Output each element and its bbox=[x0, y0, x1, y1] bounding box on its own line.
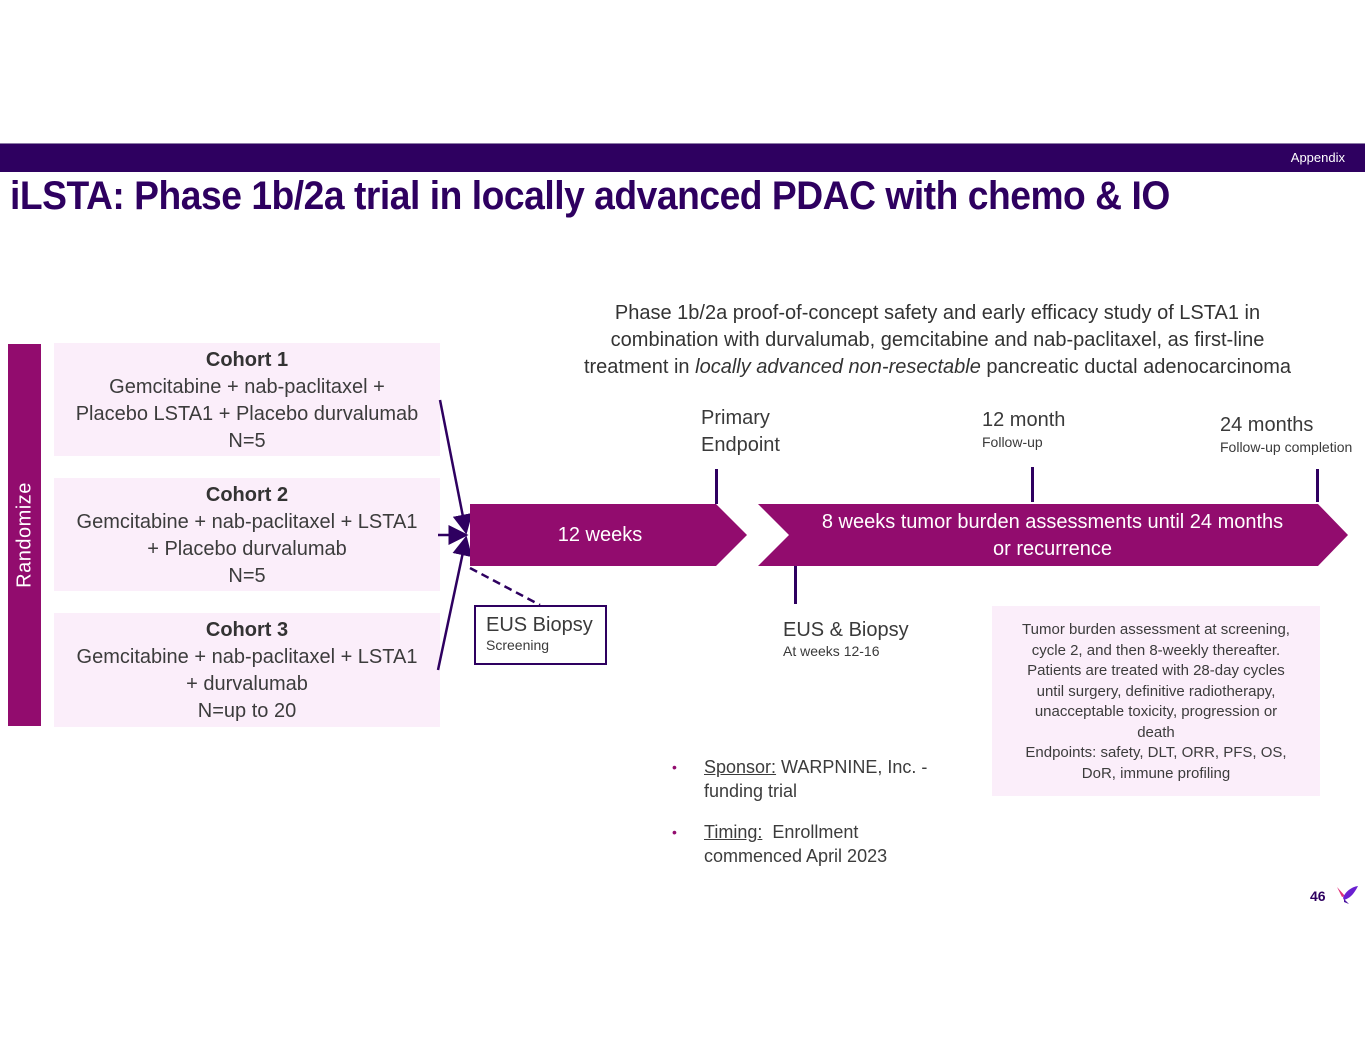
cohort-line: + Placebo durvalumab bbox=[147, 538, 347, 560]
cohort-line: Gemcitabine + nab-paclitaxel + bbox=[109, 376, 385, 398]
phase-12-weeks-label: 12 weeks bbox=[557, 524, 643, 546]
eus-followup: EUS & Biopsy At weeks 12-16 bbox=[783, 619, 909, 659]
milestone-primary-endpoint: Primary Endpoint bbox=[701, 407, 780, 456]
eus-followup-tick bbox=[794, 566, 797, 604]
cohort-size: N=up to 20 bbox=[197, 700, 297, 722]
cohort-line: Placebo LSTA1 + Placebo durvalumab bbox=[75, 403, 419, 425]
phase-followup-label: 8 weeks tumor burden assessments until 2… bbox=[821, 511, 1284, 560]
milestone-24-months: 24 months Follow-up completion bbox=[1220, 414, 1353, 455]
cohort-line: Gemcitabine + nab-paclitaxel + LSTA1 bbox=[76, 511, 418, 533]
study-description-line: treatment in locally advanced non-resect… bbox=[583, 356, 1292, 378]
cohort-1-box: Cohort 1 Gemcitabine + nab-paclitaxel + … bbox=[54, 343, 440, 456]
screening-dashed-connector bbox=[469, 566, 541, 607]
bullet-icon: • bbox=[672, 759, 677, 775]
cohort-name: Cohort 2 bbox=[205, 484, 289, 506]
note-line: until surgery, definitive radiotherapy, bbox=[1036, 682, 1276, 700]
page-number: 46 bbox=[1310, 888, 1326, 904]
page-title: iLSTA: Phase 1b/2a trial in locally adva… bbox=[10, 174, 1170, 218]
study-description-line: Phase 1b/2a proof-of-concept safety and … bbox=[614, 302, 1261, 324]
timing-bullet: • Timing: Enrollment commenced April 202… bbox=[672, 822, 888, 866]
section-label: Appendix bbox=[1290, 150, 1345, 165]
header-bar: Appendix bbox=[0, 143, 1365, 172]
note-line: unacceptable toxicity, progression or bbox=[1034, 703, 1278, 720]
cohort-2-box: Cohort 2 Gemcitabine + nab-paclitaxel + … bbox=[54, 478, 440, 591]
month-24-tick bbox=[1316, 469, 1319, 502]
assessment-notes-box: Tumor burden assessment at screening, cyc… bbox=[992, 606, 1320, 796]
company-logo-icon bbox=[1337, 886, 1358, 904]
milestone-12-month: 12 month Follow-up bbox=[982, 409, 1066, 450]
study-description-line: combination with durvalumab, gemcitabine… bbox=[610, 329, 1265, 351]
note-line: death bbox=[1137, 723, 1175, 741]
cohort-line: + durvalumab bbox=[186, 673, 308, 695]
eus-screening-box: EUS Biopsy Screening bbox=[474, 605, 607, 665]
month-12-tick bbox=[1031, 467, 1034, 502]
cohort-1-arrow bbox=[438, 399, 473, 535]
cohort-size: N=5 bbox=[228, 430, 266, 452]
phase-12-weeks-arrow bbox=[470, 504, 747, 566]
bullet-icon: • bbox=[672, 824, 677, 840]
cohort-name: Cohort 1 bbox=[205, 349, 289, 371]
phase-followup-arrow bbox=[758, 504, 1348, 566]
italic-emphasis: locally advanced non-resectable bbox=[695, 356, 981, 378]
cohort-3-box: Cohort 3 Gemcitabine + nab-paclitaxel + … bbox=[54, 613, 440, 727]
primary-endpoint-tick bbox=[715, 469, 718, 504]
note-line: Endpoints: safety, DLT, ORR, PFS, OS, bbox=[1025, 744, 1287, 761]
randomize-bar: Randomize bbox=[8, 344, 41, 726]
note-line: cycle 2, and then 8-weekly thereafter. bbox=[1031, 641, 1281, 659]
note-line: Tumor burden assessment at screening, bbox=[1022, 621, 1290, 638]
cohort-name: Cohort 3 bbox=[205, 619, 289, 641]
cohort-line: Gemcitabine + nab-paclitaxel + LSTA1 bbox=[76, 646, 418, 668]
note-line: Patients are treated with 28-day cycles bbox=[1027, 662, 1285, 679]
sponsor-bullet: • Sponsor: WARPNINE, Inc. - funding tria… bbox=[672, 757, 928, 801]
study-description: Phase 1b/2a proof-of-concept safety and … bbox=[530, 300, 1345, 381]
trial-info-list: • Sponsor: WARPNINE, Inc. - funding tria… bbox=[672, 755, 932, 885]
cohort-size: N=5 bbox=[228, 565, 266, 587]
note-line: DoR, immune profiling bbox=[1081, 764, 1231, 782]
cohort-3-arrow bbox=[436, 535, 473, 671]
